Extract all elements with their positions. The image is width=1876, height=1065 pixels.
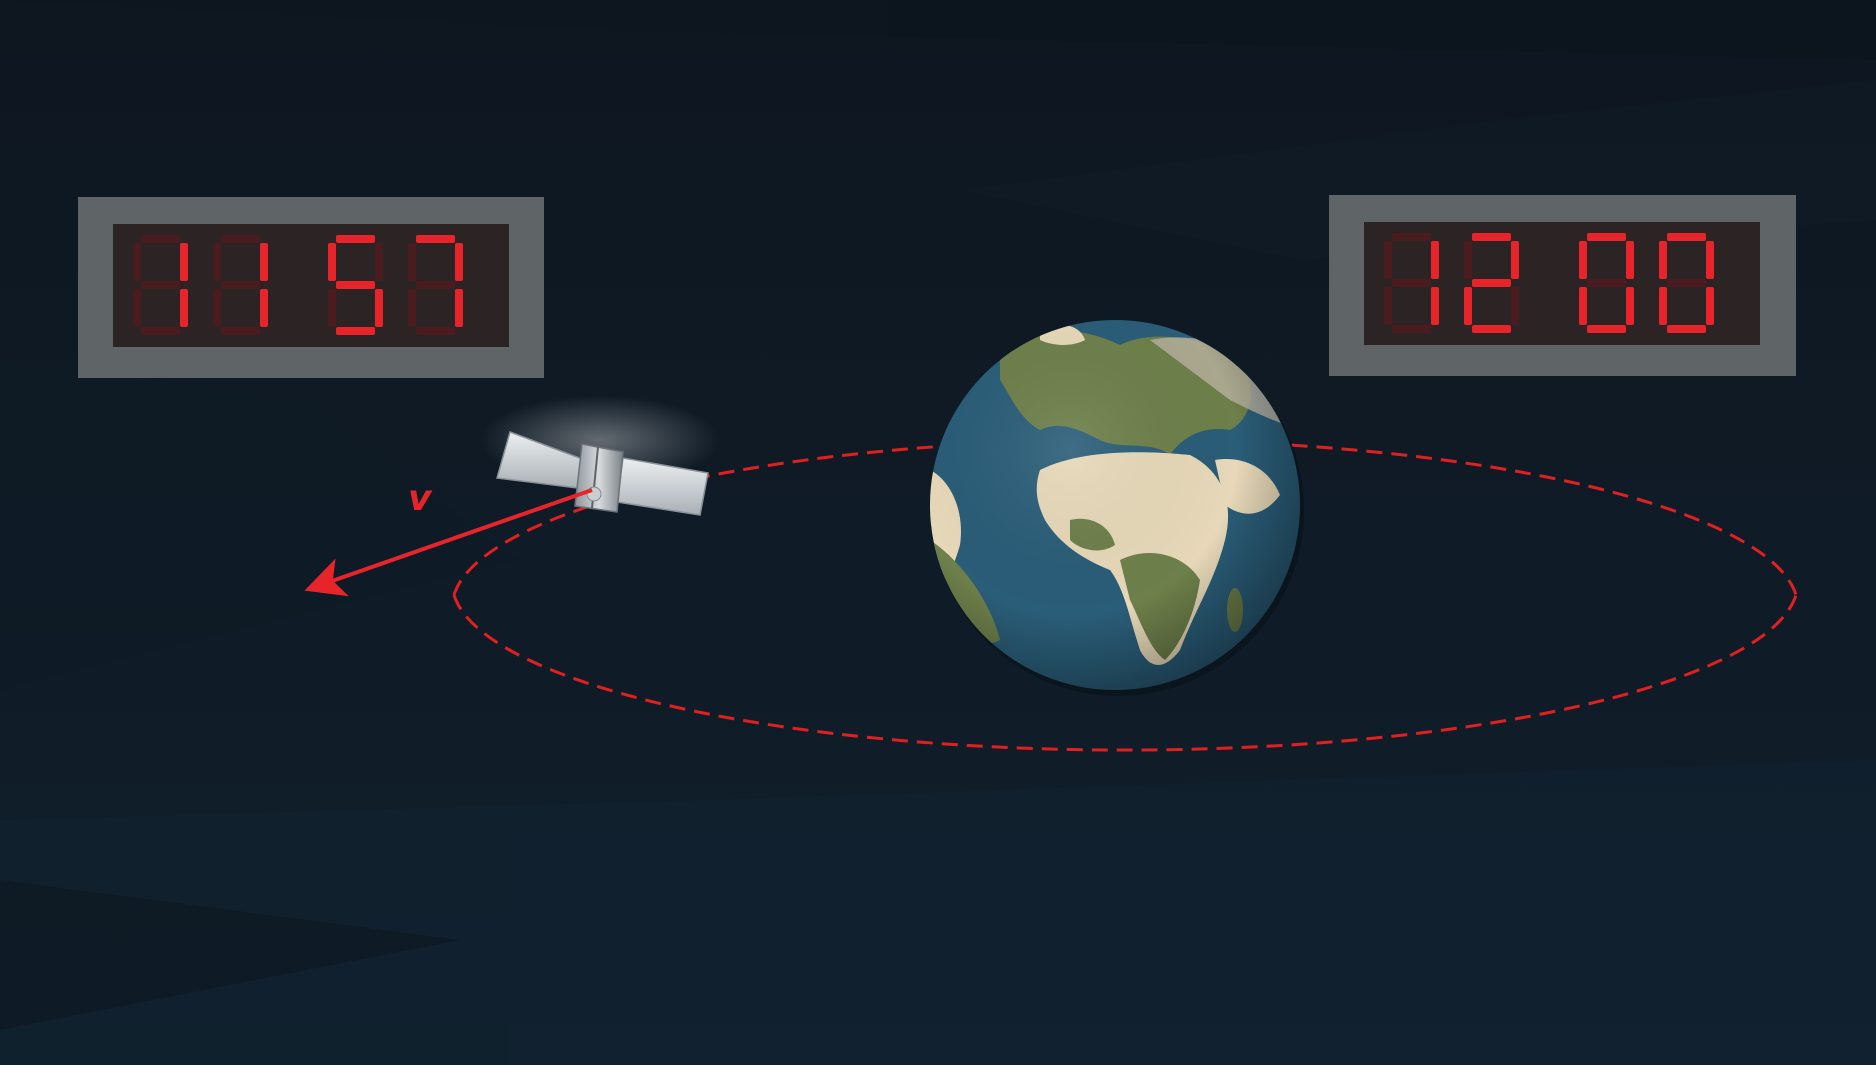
clock-left-digit-3-segment-f (328, 243, 336, 281)
clock-left-digit-1-segment-c (180, 289, 188, 327)
clock-right-digit-1-segment-e (1384, 287, 1392, 325)
clock-right-digit-1-segment-g (1392, 279, 1431, 287)
clock-left-digit-4 (408, 235, 463, 335)
clock-right (1329, 195, 1796, 376)
clock-right-digits (1384, 233, 1714, 333)
clock-left-digit-3-segment-d (336, 327, 375, 335)
clock-right-digit-2-segment-c (1511, 287, 1519, 325)
clock-right-digit-4 (1659, 233, 1714, 333)
clock-left-digit-1-segment-g (141, 281, 180, 289)
clock-left-digit-1-segment-b (180, 243, 188, 281)
clock-right-digit-2-segment-e (1464, 287, 1472, 325)
clock-right-digit-2-segment-f (1464, 241, 1472, 279)
clock-right-digit-2 (1464, 233, 1519, 333)
clock-right-digit-4-segment-g (1667, 279, 1706, 287)
clock-right-digit-2-segment-g (1472, 279, 1511, 287)
clock-right-digit-4-segment-e (1659, 287, 1667, 325)
clock-left-digit-2-segment-g (221, 281, 260, 289)
clock-right-digit-3-segment-c (1626, 287, 1634, 325)
clock-left-digit-4-segment-a (416, 235, 455, 243)
clock-right-digit-1-segment-f (1384, 241, 1392, 279)
clock-right-digit-1-segment-d (1392, 325, 1431, 333)
clock-right-digit-4-segment-f (1659, 241, 1667, 279)
clock-left-digit-2-segment-b (260, 243, 268, 281)
clock-right-digit-1-segment-c (1431, 287, 1439, 325)
clock-right-digit-1-segment-b (1431, 241, 1439, 279)
satellite-icon (480, 395, 720, 516)
clock-left-digit-4-segment-f (408, 243, 416, 281)
clock-left-digit-3-segment-e (328, 289, 336, 327)
clock-right-digit-3-segment-e (1579, 287, 1587, 325)
clock-left-digit-1-segment-d (141, 327, 180, 335)
clock-left-digit-3-segment-g (336, 281, 375, 289)
clock-right-digit-3-segment-a (1587, 233, 1626, 241)
clock-right-digit-2-segment-d (1472, 325, 1511, 333)
clock-left-digit-2-segment-d (221, 327, 260, 335)
clock-left-digit-3-segment-a (336, 235, 375, 243)
clock-right-digit-1 (1384, 233, 1439, 333)
clock-left-digit-4-segment-c (455, 289, 463, 327)
clock-left-digits (133, 235, 463, 335)
clock-left-digit-3-segment-c (375, 289, 383, 327)
clock-left-digit-1-segment-f (133, 243, 141, 281)
clock-left-digit-4-segment-b (455, 243, 463, 281)
clock-right-digit-1-segment-a (1392, 233, 1431, 241)
clock-left-digit-2 (213, 235, 268, 335)
clock-right-digit-4-segment-d (1667, 325, 1706, 333)
clock-right-digit-4-segment-c (1706, 287, 1714, 325)
clock-right-digit-3-segment-b (1626, 241, 1634, 279)
earth-globe (930, 320, 1304, 696)
clock-left-digit-1-segment-e (133, 289, 141, 327)
clock-left-digit-2-segment-a (221, 235, 260, 243)
clock-right-digit-3-segment-d (1587, 325, 1626, 333)
clock-right-digit-2-segment-b (1511, 241, 1519, 279)
clock-right-digit-4-segment-b (1706, 241, 1714, 279)
clock-right-digit-3-segment-f (1579, 241, 1587, 279)
clock-left-digit-1-segment-a (141, 235, 180, 243)
clock-left-digit-4-segment-e (408, 289, 416, 327)
clock-left-digit-1 (133, 235, 188, 335)
clock-left-digit-2-segment-f (213, 243, 221, 281)
clock-right-digit-2-segment-a (1472, 233, 1511, 241)
clock-right-digit-3 (1579, 233, 1634, 333)
clock-left-digit-4-segment-g (416, 281, 455, 289)
clock-left-digit-2-segment-e (213, 289, 221, 327)
velocity-label: v (408, 478, 433, 519)
clock-left-digit-3 (328, 235, 383, 335)
velocity-vector: v (304, 478, 593, 597)
clock-left (78, 197, 544, 378)
clock-left-digit-2-segment-c (260, 289, 268, 327)
clock-right-digit-4-segment-a (1667, 233, 1706, 241)
clock-left-digit-4-segment-d (416, 327, 455, 335)
clock-left-digit-3-segment-b (375, 243, 383, 281)
clock-right-digit-3-segment-g (1587, 279, 1626, 287)
